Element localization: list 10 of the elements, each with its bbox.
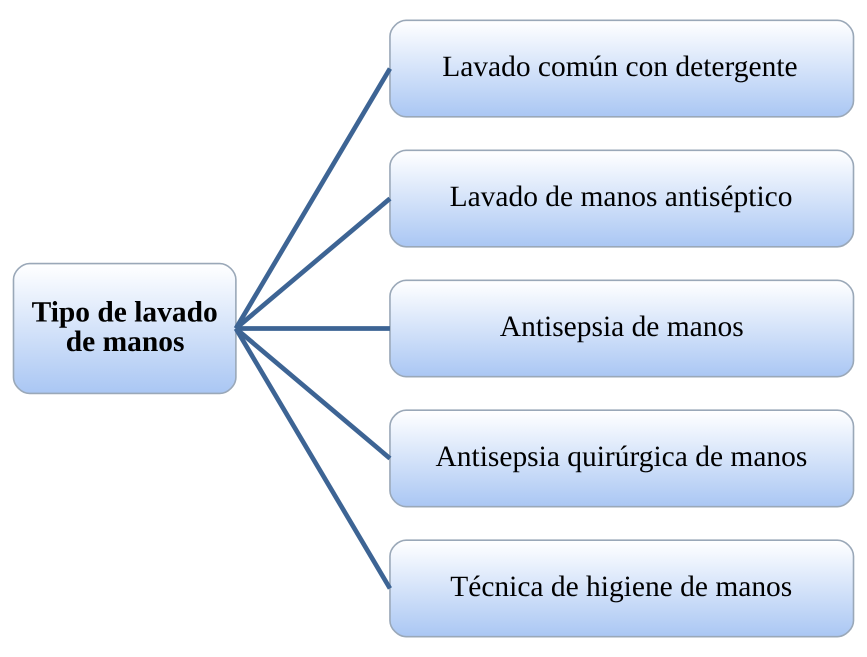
connector xyxy=(234,67,392,330)
node-box: Técnica de higiene de manos xyxy=(389,539,854,638)
node-box: Lavado común con detergente xyxy=(389,20,854,118)
connector xyxy=(234,196,392,330)
connector xyxy=(234,327,392,590)
node-box: Lavado de manos antiséptico xyxy=(389,150,854,248)
node-box: Antisepsia de manos xyxy=(389,279,854,378)
node-box: Tipo de lavado de manos xyxy=(12,262,237,394)
node-box: Antisepsia quirúrgica de manos xyxy=(389,409,854,508)
connector xyxy=(234,326,392,460)
